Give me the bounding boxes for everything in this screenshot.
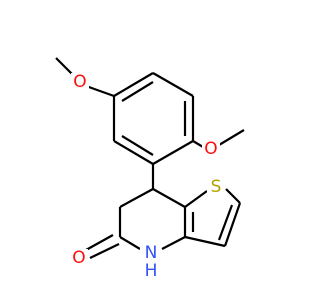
bond-benzene-6: [113, 140, 154, 165]
atom-nh-bg: [140, 244, 160, 278]
bond-fusion-s: [184, 190, 208, 208]
atom-o-right-bg: [202, 140, 220, 158]
bond-o-right-methyl: [218, 129, 245, 146]
bond-ch-ch2: [119, 188, 154, 208]
atom-s-thiophene: S: [211, 177, 222, 197]
bond-carbonyl-o-second: [89, 243, 120, 259]
atom-layer: O O S O N H: [70, 72, 225, 281]
bond-ch-fusion: [152, 188, 186, 208]
atom-o-top-bg: [71, 73, 89, 91]
bond-thiophene-ch-ch-inner: [217, 204, 234, 241]
bond-aryl-o-right: [192, 140, 204, 148]
bond-benzene-3: [152, 72, 194, 97]
atom-h-amide: H: [145, 261, 158, 281]
bond-benzene-5: [152, 140, 194, 165]
atom-o-methoxy-top: O: [73, 72, 86, 92]
atom-o-carbonyl-bg: [70, 249, 88, 267]
bond-carbonyl-o: [85, 234, 114, 251]
atom-o-methoxy-right: O: [204, 139, 217, 159]
bond-o-top-aryl: [85, 84, 115, 98]
bond-layer: [55, 57, 245, 259]
bond-benzene-2-inner: [121, 81, 154, 102]
bond-benzene-2: [113, 72, 154, 97]
bond-thiophene-ch-fusion: [184, 235, 226, 248]
atom-n-amide: N: [145, 243, 158, 263]
bond-benzene-6-inner: [121, 135, 154, 156]
bond-n-ring-fusion: [161, 236, 186, 250]
bond-thiophene-ch-ch: [223, 202, 242, 247]
atom-o-carbonyl: O: [72, 248, 85, 268]
atom-s-bg: [207, 178, 225, 196]
bond-carbonyl-n: [119, 236, 141, 250]
bond-s-ch: [225, 188, 241, 204]
molecule-structure-diagram: O O S O N H: [55, 57, 245, 281]
